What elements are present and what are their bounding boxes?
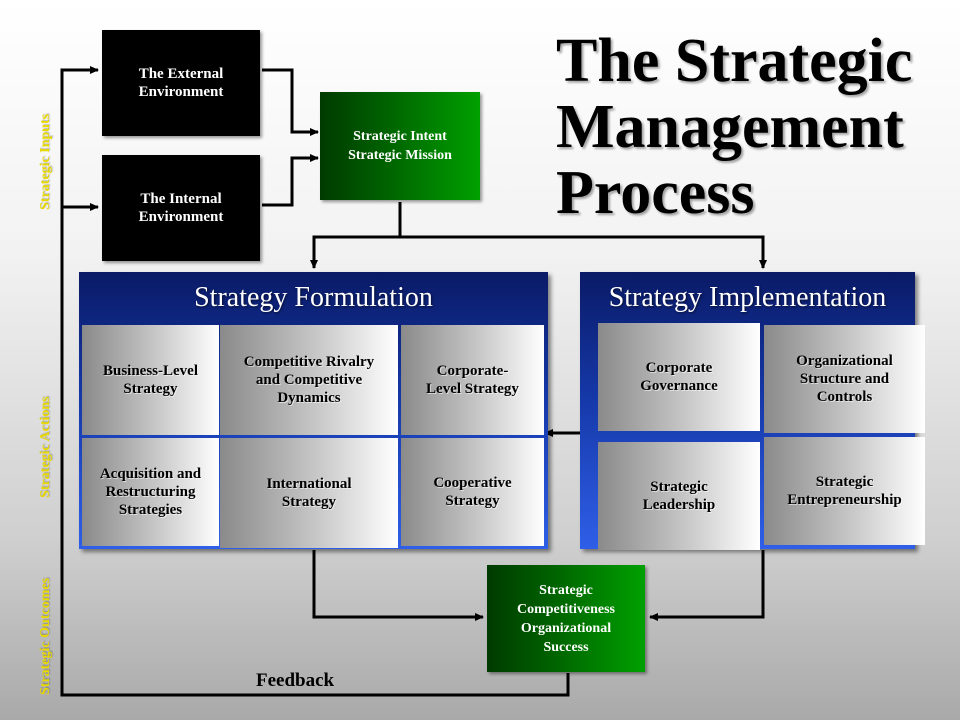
side-label-strategic-actions: Strategic Actions [38,396,53,498]
cell-label: Strategic Leadership [642,479,716,513]
cell-label: Business-Level Strategy [102,363,198,397]
strategy-implementation-title: Strategy Implementation [608,282,887,313]
title-line-1: The Strategic [556,27,913,95]
connector-external-intent [262,68,319,136]
connector-to-implementation [400,235,767,269]
connector-to-formulation [310,235,400,269]
cell-label: Competitive Rivalry and Competitive Dyna… [243,354,375,406]
connector-implementation-outcome [649,550,765,621]
connector-internal-intent [262,154,319,207]
strategy-formulation-title: Strategy Formulation [194,282,433,313]
internal-environment-box: The Internal Environment [102,155,260,261]
cell-strategic-entrepreneurship: Strategic Entrepreneurship [764,437,925,545]
feedback-label: Feedback [256,670,335,691]
cell-organizational-structure: Organizational Structure and Controls [764,325,925,433]
connector-formulation-outcome [312,550,484,621]
cell-label: Acquisition and Restructuring Strategies [99,466,202,518]
side-label-strategic-outcomes: Strategic Outcomes [38,577,53,695]
page-title: The Strategic Management Process [556,28,916,226]
cell-corporate-governance: Corporate Governance [598,323,760,431]
cell-label: Cooperative Strategy [433,475,512,509]
cell-label: International Strategy [266,476,352,510]
cell-label: Organizational Structure and Controls [796,353,893,405]
title-line-3: Process [556,159,755,227]
external-environment-box: The External Environment [102,30,260,136]
cell-competitive-rivalry: Competitive Rivalry and Competitive Dyna… [220,325,398,435]
connector-feedback [60,203,570,697]
cell-strategic-leadership: Strategic Leadership [598,442,760,550]
cell-corporate-level-strategy: Corporate- Level Strategy [401,325,544,435]
cell-cooperative-strategy: Cooperative Strategy [401,438,544,546]
cell-acquisition-restructuring: Acquisition and Restructuring Strategies [82,438,219,546]
connector-feedback-external [60,66,99,207]
cell-label: Corporate Governance [640,360,718,394]
cell-label: Corporate- Level Strategy [426,363,519,397]
strategic-competitiveness-box: Strategic Competitiveness Organizational… [487,565,645,672]
title-line-2: Management [556,93,904,161]
side-label-strategic-inputs: Strategic Inputs [38,113,53,210]
cell-international-strategy: International Strategy [220,438,398,548]
cell-label: Strategic Entrepreneurship [787,474,902,508]
strategic-intent-box: Strategic Intent Strategic Mission [320,92,480,200]
cell-business-level-strategy: Business-Level Strategy [82,325,219,435]
